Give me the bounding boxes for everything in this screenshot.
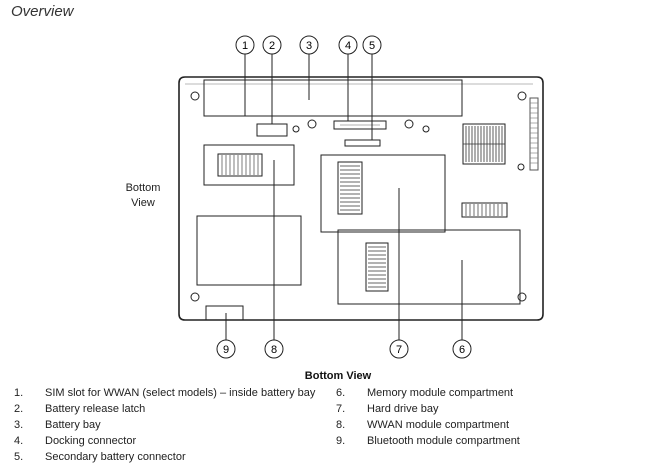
legend-item: 2. Battery release latch [14, 401, 315, 417]
legend-number: 9. [336, 435, 346, 447]
legend-number: 2. [14, 403, 24, 415]
legend-item: 4. Docking connector [14, 433, 315, 449]
battery-bay-outline [203, 79, 463, 117]
callout-6: 6 [452, 339, 472, 359]
legend-number: 4. [14, 435, 24, 447]
callout-8: 8 [264, 339, 284, 359]
callouts: 1 2 3 4 5 6 7 8 [216, 35, 472, 359]
legend-item: 6. Memory module compartment [336, 385, 520, 401]
callout-5: 5 [362, 35, 382, 55]
legend-number: 6. [336, 387, 346, 399]
callout-leaders [225, 54, 463, 340]
callout-9-number: 9 [223, 344, 229, 356]
legend-number: 1. [14, 387, 24, 399]
callout-2-number: 2 [269, 40, 275, 52]
legend-label: Memory module compartment [367, 387, 514, 399]
side-vent-slats [530, 102, 538, 164]
legend-label: Bluetooth module compartment [367, 435, 520, 447]
legend-number: 5. [14, 451, 24, 463]
legend-label: Battery bay [45, 419, 101, 431]
lower-left-panel [196, 215, 302, 286]
legend-label: Docking connector [45, 435, 137, 447]
legend-number: 3. [14, 419, 24, 431]
callout-3: 3 [299, 35, 319, 55]
callout-6-number: 6 [459, 344, 465, 356]
legend-item: 9. Bluetooth module compartment [336, 433, 520, 449]
callout-7-number: 7 [396, 344, 402, 356]
legend-label: Hard drive bay [367, 403, 439, 415]
callout-3-number: 3 [306, 40, 312, 52]
screw-holes [190, 91, 527, 302]
legend-left: 1. SIM slot for WWAN (select models) – in… [14, 385, 315, 465]
side-vent [529, 97, 539, 171]
legend-item: 5. Secondary battery connector [14, 449, 315, 465]
legend-item: 3. Battery bay [14, 417, 315, 433]
battery-release-latch [256, 123, 288, 137]
memory-module-compartment [337, 229, 521, 305]
callout-7: 7 [389, 339, 409, 359]
secondary-battery-connector [344, 139, 381, 147]
callout-1-number: 1 [242, 40, 248, 52]
view-side-label-line-1: Bottom [125, 182, 161, 194]
legend-right: 6. Memory module compartment 7. Hard drive… [336, 385, 520, 449]
view-side-label: Bottom View [112, 181, 174, 211]
callout-9: 9 [216, 339, 236, 359]
callout-5-number: 5 [369, 40, 375, 52]
legend-number: 8. [336, 419, 346, 431]
legend-number: 7. [336, 403, 346, 415]
legend-label: WWAN module compartment [367, 419, 510, 431]
legend-label: SIM slot for WWAN (select models) – insi… [45, 387, 316, 399]
view-side-label-line-2: View [131, 197, 155, 209]
callout-4: 4 [338, 35, 358, 55]
legend-label: Secondary battery connector [45, 451, 186, 463]
callout-4-number: 4 [345, 40, 351, 52]
bluetooth-module-compartment [205, 305, 244, 321]
laptop-chassis [178, 76, 544, 321]
diagram-caption: Bottom View [304, 370, 372, 382]
legend-item: 1. SIM slot for WWAN (select models) – in… [14, 385, 315, 401]
legend-item: 7. Hard drive bay [336, 401, 520, 417]
side-grill [461, 202, 508, 218]
callout-1: 1 [235, 35, 255, 55]
hard-drive-bay [320, 154, 446, 233]
wwan-module-compartment [203, 144, 295, 186]
callout-2: 2 [262, 35, 282, 55]
callout-8-number: 8 [271, 344, 277, 356]
legend-item: 8. WWAN module compartment [336, 417, 520, 433]
page-heading: Overview [11, 3, 74, 20]
docking-connector [333, 120, 387, 130]
legend-label: Battery release latch [45, 403, 146, 415]
